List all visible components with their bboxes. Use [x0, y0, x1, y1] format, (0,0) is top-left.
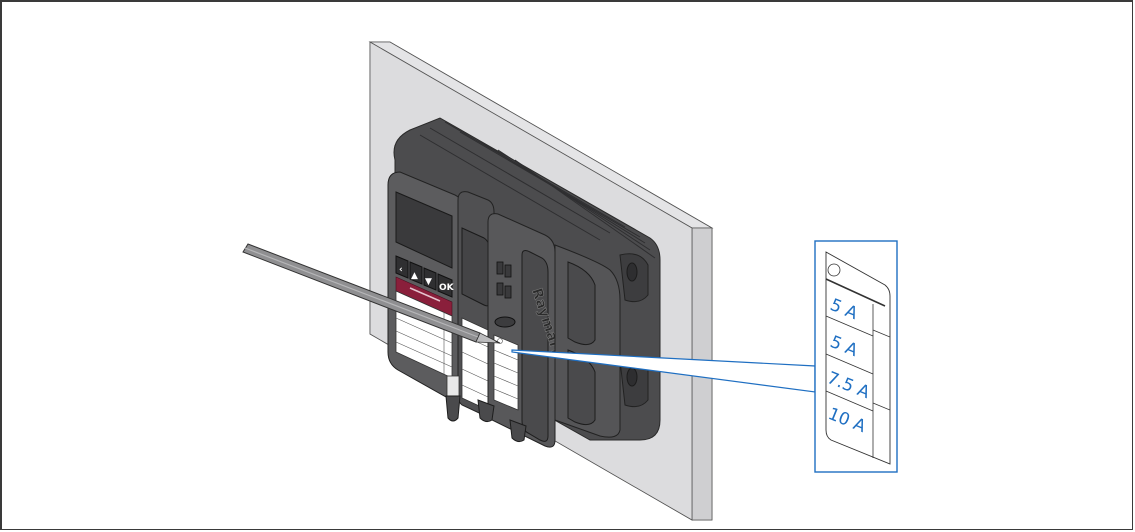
up-arrow-icon: ▲ — [411, 271, 418, 281]
ok-label: OK — [439, 283, 455, 293]
back-icon: ‹ — [399, 265, 403, 275]
up-button[interactable]: ▲ — [409, 261, 423, 285]
housing-right-section — [554, 244, 621, 438]
fuse-label-callout: 5 A 5 A 7.5 A 10 A — [814, 240, 898, 473]
label-band-text-stripe — [409, 287, 441, 302]
fuse-label-on-unit — [493, 334, 519, 411]
cable-glands — [445, 375, 527, 443]
display-module: ‹ ▲ ▼ OK — [387, 171, 466, 404]
pencil-illustration — [242, 243, 501, 344]
down-button[interactable]: ▼ — [423, 267, 437, 291]
back-button[interactable]: ‹ — [395, 255, 409, 279]
ok-button[interactable]: OK — [437, 273, 455, 298]
keypad: ‹ ▲ ▼ OK — [395, 255, 455, 298]
down-arrow-icon: ▼ — [425, 277, 432, 287]
fuse-module: Raymarine — [487, 213, 571, 448]
fuse-holders — [496, 261, 512, 299]
